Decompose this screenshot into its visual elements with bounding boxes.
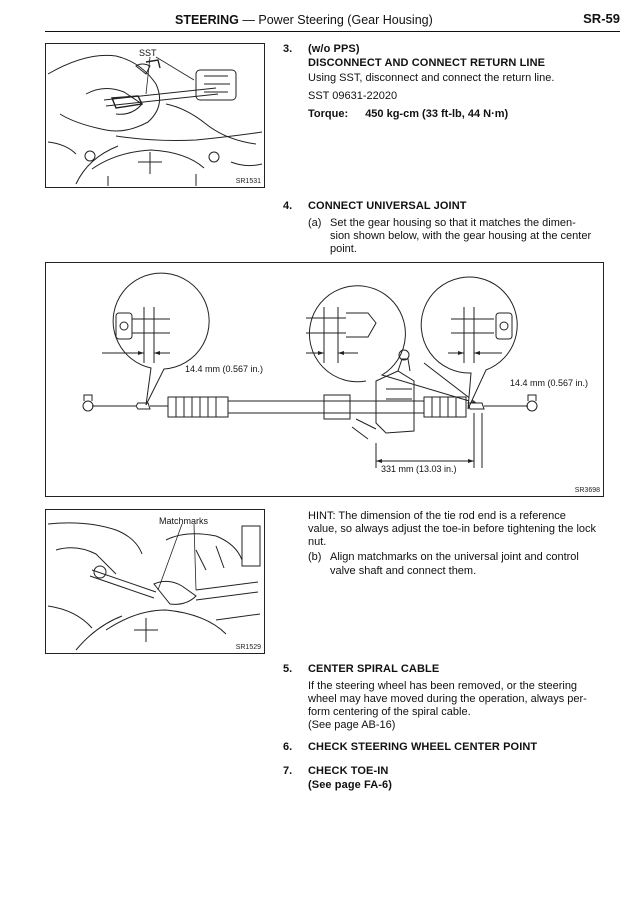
figure-id: SR3698 <box>574 487 600 494</box>
torque-value: 450 kg-cm (33 ft-lb, 44 N·m) <box>365 108 509 120</box>
step-4-number: 4. <box>283 200 293 212</box>
figure-rack-dimensions: 14.4 mm (0.567 in.) 14.4 mm (0.567 in.) … <box>45 262 604 497</box>
step-3-sst: SST 09631-22020 <box>308 90 398 102</box>
step-7-title: CHECK TOE-IN <box>308 765 389 777</box>
step-4a-line3: point. <box>330 243 357 255</box>
hint-line1: HINT: The dimension of the tie rod end i… <box>308 510 566 522</box>
step-4b-mark: (b) <box>308 551 322 563</box>
step-7-number: 7. <box>283 765 293 777</box>
step-4a-line1: Set the gear housing so that it matches … <box>330 217 576 229</box>
step-3-torque: Torque: 450 kg-cm (33 ft-lb, 44 N·m) <box>308 107 508 122</box>
page-number: SR-59 <box>583 11 620 26</box>
step-3-number: 3. <box>283 43 293 55</box>
figure-matchmarks: Matchmarks SR1529 <box>45 509 265 654</box>
step-4b-line2: valve shaft and connect them. <box>330 565 477 577</box>
figure-id: SR1529 <box>235 644 261 651</box>
steering-rack-diagram <box>82 272 538 468</box>
torque-label: Torque: <box>308 108 349 120</box>
step-5-title: CENTER SPIRAL CABLE <box>308 663 440 675</box>
step-4a-line2: sion shown below, with the gear housing … <box>330 230 592 242</box>
dim-center-label: 331 mm (13.03 in.) <box>380 464 458 474</box>
running-header: STEERING — Power Steering (Gear Housing) <box>175 13 433 27</box>
step-6-number: 6. <box>283 741 293 753</box>
step-3-text: Using SST, disconnect and connect the re… <box>308 72 555 84</box>
hint-line3: nut. <box>308 536 327 548</box>
universal-joint-illustration <box>47 522 261 651</box>
step-3-qualifier: (w/o PPS) <box>308 43 360 55</box>
header-rule <box>45 31 620 32</box>
step-5-ref: (See page AB-16) <box>308 719 396 731</box>
step-5-number: 5. <box>283 663 293 675</box>
step-5-line2: wheel may have moved during the operatio… <box>308 693 587 705</box>
step-4b-line1: Align matchmarks on the universal joint … <box>330 551 579 563</box>
figure-id: SR1531 <box>235 178 261 185</box>
step-5-line3: form centering of the spiral cable. <box>308 706 471 718</box>
dim-left-label: 14.4 mm (0.567 in.) <box>184 364 265 374</box>
return-line-illustration <box>47 54 263 186</box>
step-4-title: CONNECT UNIVERSAL JOINT <box>308 200 467 212</box>
step-5-line1: If the steering wheel has been removed, … <box>308 680 578 692</box>
figure-return-line: SST SR1531 <box>45 43 265 188</box>
section-title: STEERING <box>175 13 239 27</box>
matchmarks-label: Matchmarks <box>159 516 209 526</box>
step-6-title: CHECK STEERING WHEEL CENTER POINT <box>308 741 538 753</box>
hint-line2: value, so always adjust the toe-in befor… <box>308 523 597 535</box>
step-7-ref: (See page FA-6) <box>308 779 393 791</box>
section-subtitle: Power Steering (Gear Housing) <box>258 13 433 27</box>
step-4a-mark: (a) <box>308 217 322 229</box>
step-3-title: DISCONNECT AND CONNECT RETURN LINE <box>308 57 546 69</box>
dim-right-label: 14.4 mm (0.567 in.) <box>509 378 590 388</box>
header-dash: — <box>242 13 255 27</box>
sst-label: SST <box>139 48 157 58</box>
